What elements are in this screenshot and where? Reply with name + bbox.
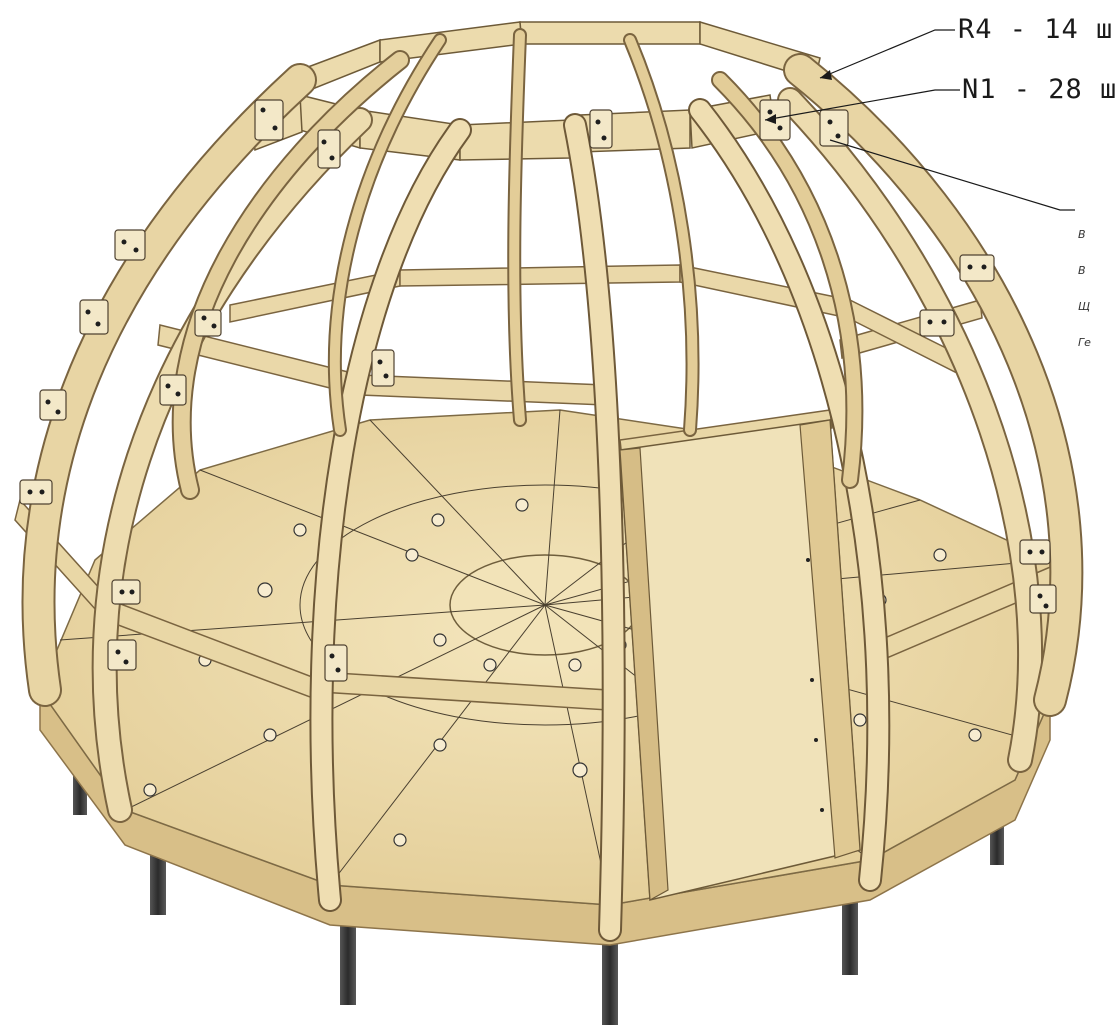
- callout-note-line: В: [1078, 228, 1086, 241]
- ring-segment: [679, 264, 851, 319]
- rib: [785, 55, 1082, 715]
- rib: [93, 109, 371, 821]
- leader-n1: [764, 89, 960, 121]
- rib: [311, 120, 470, 910]
- bolt-holes: [27, 107, 1049, 673]
- callout-note-line: Щ: [1078, 300, 1091, 313]
- ring-segment: [359, 374, 606, 406]
- callout-note-line: В: [1078, 264, 1086, 277]
- rib: [23, 65, 315, 705]
- rib: [173, 52, 408, 498]
- callout-n1-label: N1 - 28 ш: [962, 74, 1117, 105]
- leg: [602, 920, 618, 1025]
- callout-r4-label: R4 - 14 ш: [958, 14, 1114, 45]
- outer-ribs: [21, 28, 1084, 942]
- callout-leaders: [764, 29, 1075, 211]
- callout-note: В В Щ Ге: [1078, 205, 1091, 361]
- rib: [329, 35, 445, 435]
- callout-note-line: Ге: [1078, 336, 1091, 349]
- crown-segment: [519, 21, 701, 45]
- door-panel: [619, 419, 861, 901]
- dome-frame-illustration: [14, 20, 1084, 1025]
- rib: [565, 115, 624, 940]
- leader-r4: [819, 29, 955, 79]
- rib: [509, 30, 525, 425]
- ring-segment: [399, 264, 681, 287]
- rib: [713, 73, 862, 487]
- rib: [779, 89, 1042, 771]
- rib: [625, 35, 698, 435]
- leader-arrowheads: [765, 70, 832, 124]
- leader-note: [829, 139, 1075, 211]
- door-edge: [799, 419, 861, 859]
- door-jamb: [619, 447, 669, 901]
